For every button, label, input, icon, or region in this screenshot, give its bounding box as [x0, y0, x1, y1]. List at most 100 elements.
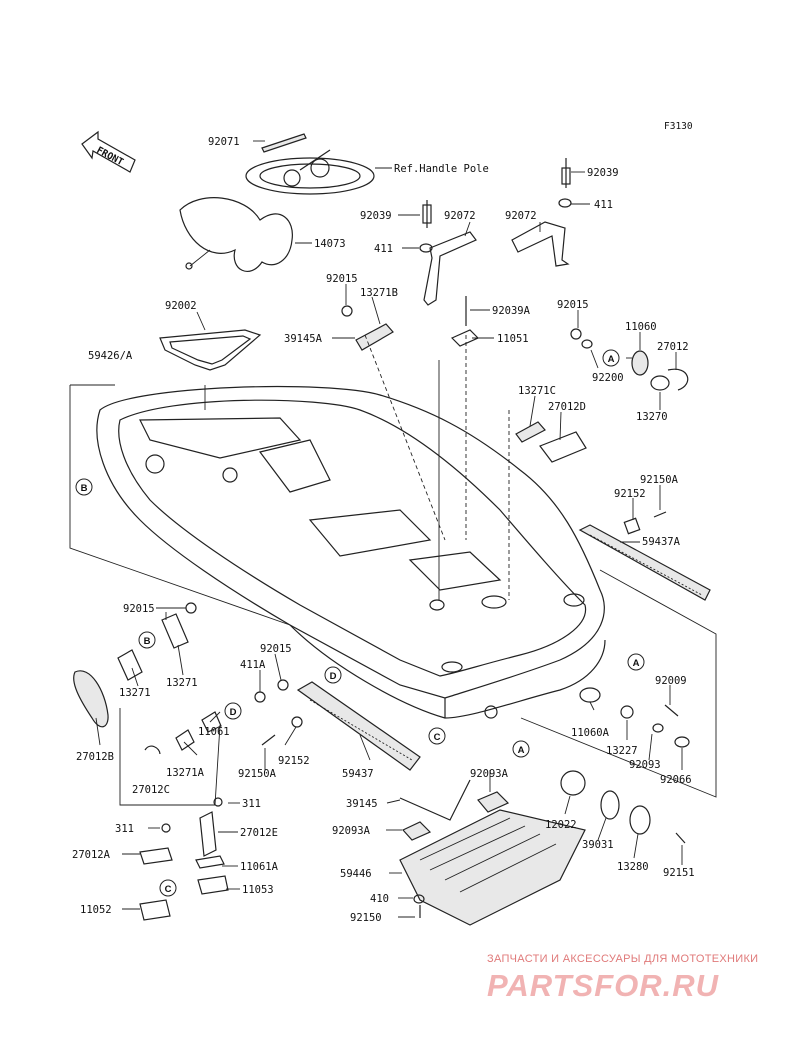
label-59446: 59446 — [340, 868, 372, 880]
label-92093A-left: 92093A — [332, 825, 371, 837]
plate-92093A-right — [477, 791, 510, 813]
nut-92015-b — [570, 328, 582, 340]
pad-13271B — [355, 323, 394, 351]
plate-11061A — [195, 855, 225, 869]
label-39031: 39031 — [582, 839, 614, 851]
cover-27012D — [539, 431, 587, 463]
callout-A-bottom: A — [512, 740, 530, 758]
label-13280: 13280 — [617, 861, 649, 873]
nut-92015-a — [341, 305, 353, 317]
label-92071: 92071 — [208, 136, 240, 148]
label-13271-b: 13271 — [119, 687, 151, 699]
bracket-27012A — [139, 847, 173, 865]
label-92002: 92002 — [165, 300, 197, 312]
label-13227: 13227 — [606, 745, 638, 757]
svg-text:C: C — [165, 884, 172, 895]
label-311-a: 311 — [242, 798, 261, 810]
washer-410 — [413, 894, 425, 904]
valve-13227 — [620, 705, 634, 719]
plate-11060A — [579, 687, 601, 703]
label-411-top: 411 — [594, 199, 613, 211]
nut-311-a — [213, 797, 223, 807]
label-92150-b: 92150 — [350, 912, 382, 924]
label-59437A: 59437A — [642, 536, 681, 548]
washer-92093 — [652, 723, 664, 733]
plate-11061 — [201, 711, 222, 733]
label-11061: 11061 — [198, 726, 230, 738]
plate-13271-b — [161, 613, 189, 649]
nut-92015-d — [277, 679, 289, 691]
watermark-tagline: ЗАПЧАСТИ И АКСЕССУАРЫ ДЛЯ МОТОТЕХНИКИ — [487, 953, 758, 965]
label-27012E: 27012E — [240, 827, 278, 839]
nut-311-b — [161, 823, 171, 833]
label-59426A: 59426/A — [88, 350, 133, 362]
plate-13271A — [175, 729, 195, 751]
washer-411A — [254, 691, 266, 703]
svg-text:B: B — [81, 483, 88, 494]
svg-text:C: C — [434, 732, 441, 743]
callout-A-right: A — [627, 653, 645, 671]
label-92152-left: 92152 — [278, 755, 310, 767]
hook-27012 — [667, 368, 689, 391]
cover-27012B — [73, 670, 109, 728]
plate-11053 — [197, 875, 229, 895]
label-311-b: 311 — [115, 823, 134, 835]
callout-C-hull: C — [428, 727, 446, 745]
label-92093A-right: 92093A — [470, 768, 509, 780]
svg-text:D: D — [330, 671, 337, 682]
label-11060A: 11060A — [571, 727, 610, 739]
label-92152-right: 92152 — [614, 488, 646, 500]
label-411-mid: 411 — [374, 243, 393, 255]
handle-pole-housing — [245, 149, 375, 195]
label-11051: 11051 — [497, 333, 529, 345]
label-92039-mid: 92039 — [360, 210, 392, 222]
callout-B-hull: B — [75, 478, 93, 496]
label-11061A: 11061A — [240, 861, 279, 873]
hook-27012C — [144, 745, 161, 755]
label-92015-b: 92015 — [557, 299, 589, 311]
label-92072-b: 92072 — [505, 210, 537, 222]
label-27012D: 27012D — [548, 401, 586, 413]
bolt-92152-left — [291, 716, 303, 728]
plate-13270 — [650, 375, 670, 391]
label-27012B: 27012B — [76, 751, 114, 763]
figure-code: F3130 — [664, 121, 693, 132]
svg-text:A: A — [633, 658, 640, 669]
label-92039-top: 92039 — [587, 167, 619, 179]
bracket-92072-left — [423, 231, 477, 306]
bolt-92151 — [675, 832, 686, 844]
label-39145A: 39145A — [284, 333, 323, 345]
svg-text:B: B — [144, 636, 151, 647]
callout-B-left: B — [138, 631, 156, 649]
label-27012C: 27012C — [132, 784, 170, 796]
part-14073-boot — [179, 197, 293, 272]
part-92071-strip — [261, 133, 307, 153]
label-92015-a: 92015 — [326, 273, 358, 285]
label-13271B: 13271B — [360, 287, 398, 299]
label-11052: 11052 — [80, 904, 112, 916]
callout-D-left: D — [224, 702, 242, 720]
label-27012A: 27012A — [72, 849, 111, 861]
label-14073: 14073 — [314, 238, 346, 250]
callout-A-top: A — [602, 349, 620, 367]
cap-39031 — [600, 790, 620, 820]
label-411A: 411A — [240, 659, 266, 671]
label-13270: 13270 — [636, 411, 668, 423]
label-11053: 11053 — [242, 884, 274, 896]
label-92093: 92093 — [629, 759, 661, 771]
grate-59446 — [399, 809, 586, 926]
rubrail-59437 — [296, 681, 421, 771]
bolt-92150A-left — [261, 734, 276, 746]
cover-12022 — [560, 770, 586, 796]
label-13271A: 13271A — [166, 767, 205, 779]
washer-411-mid — [419, 243, 433, 253]
washer-92200 — [581, 339, 593, 349]
label-11060: 11060 — [625, 321, 657, 333]
rubrail-59437A — [578, 511, 711, 601]
bracket-92072-right — [511, 221, 570, 267]
plate-13271-a — [117, 649, 143, 681]
bracket-27012E — [199, 811, 217, 857]
label-92066: 92066 — [660, 774, 692, 786]
svg-text:D: D — [230, 707, 237, 718]
